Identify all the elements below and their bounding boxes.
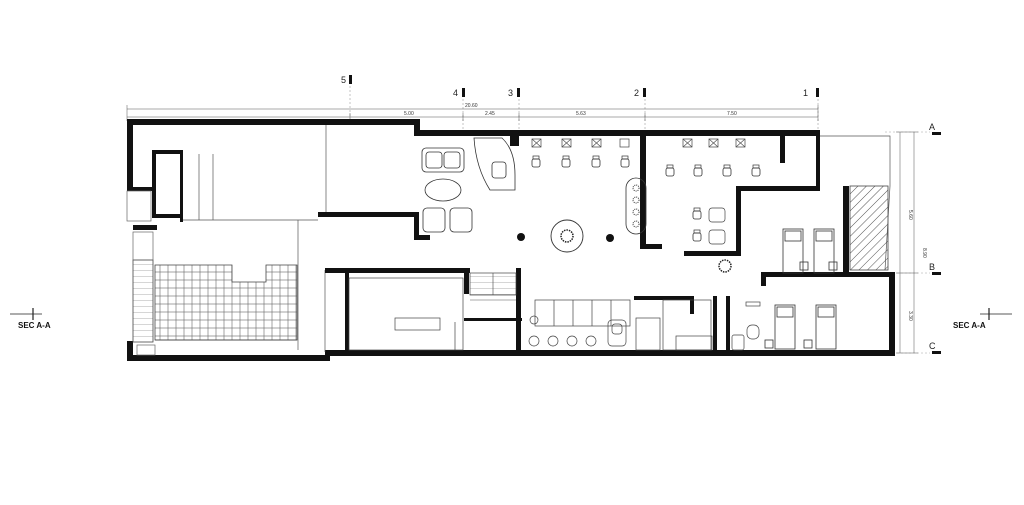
hatched-area (849, 185, 889, 271)
treatment-beds (764, 228, 838, 350)
section-marker-left: SEC A-A (10, 308, 51, 330)
grid-axes: 5 4 3 2 1 (126, 75, 941, 354)
dimension-value: 7.50 (727, 111, 737, 117)
grid-column-2: 2 (634, 88, 646, 130)
grid-row-a: A (929, 122, 941, 135)
grid-label: 1 (803, 88, 808, 98)
reception-desk (473, 137, 516, 191)
grid-label: C (929, 341, 936, 351)
salon-chairs-right (665, 138, 761, 273)
lower-room (348, 277, 464, 351)
grid-label: 5 (341, 75, 346, 85)
grid-label: 3 (508, 88, 513, 98)
dimension-value: 3.30 (907, 311, 913, 321)
left-zone (126, 125, 327, 356)
dimension-value: 5.63 (576, 111, 586, 117)
grid-row-c: C (929, 341, 941, 354)
section-label: SEC A-A (953, 321, 986, 330)
salon-chairs-row (531, 138, 630, 168)
grid-label: 4 (453, 88, 458, 98)
grid-column-1: 1 (803, 88, 819, 130)
dimension-chain-side: 5.60 8.90 3.30 (885, 131, 930, 354)
grid-column-5: 5 (341, 75, 352, 116)
dimension-total: 20.60 (465, 103, 478, 109)
section-marker-right: SEC A-A (953, 308, 1012, 330)
grid-label: A (929, 122, 935, 132)
grid-label: 2 (634, 88, 639, 98)
salon-chairs-lower (528, 299, 761, 351)
dimension-chain-top: 20.60 5.00 2.45 5.63 7.50 (126, 103, 819, 121)
lobby-center (517, 177, 647, 253)
grid-column-4: 4 (453, 88, 465, 130)
lounge-seating (421, 147, 473, 233)
terrace-outline (820, 135, 891, 271)
dimension-value: 5.00 (404, 111, 414, 117)
dimension-value: 5.60 (907, 210, 913, 220)
exterior-walls (127, 119, 895, 361)
section-label: SEC A-A (18, 321, 51, 330)
interior-walls (318, 130, 849, 353)
tiled-pool (154, 264, 298, 341)
grid-column-3: 3 (508, 88, 520, 130)
grid-row-b: B (929, 262, 941, 275)
central-stair (469, 272, 517, 301)
dimension-total: 8.90 (921, 248, 927, 258)
dimension-value: 2.45 (485, 111, 495, 117)
side-stair (132, 231, 156, 356)
grid-label: B (929, 262, 935, 272)
